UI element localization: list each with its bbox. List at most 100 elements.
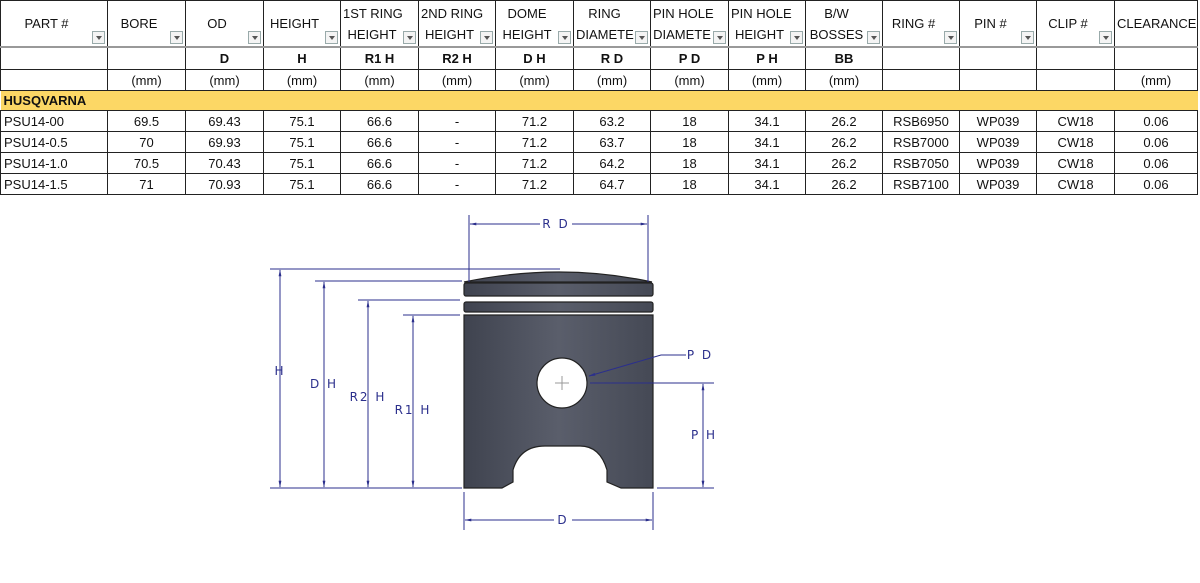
column-header-label: HEIGHT (502, 26, 552, 42)
dimension-label-d: D (557, 513, 568, 527)
filter-dropdown-button[interactable] (325, 31, 338, 44)
column-header-label: HEIGHT (734, 26, 785, 42)
pin-hole-center-mark (555, 376, 569, 390)
table-cell[interactable]: 69.43 (185, 110, 264, 132)
table-cell[interactable]: 71.2 (495, 131, 574, 153)
column-header: DOME HEIGHT (495, 0, 574, 48)
column-header-label: HEIGHT (269, 16, 320, 31)
table-cell[interactable]: 34.1 (728, 110, 806, 132)
table-cell[interactable]: 75.1 (263, 131, 341, 153)
column-header-label: B/W (824, 5, 849, 21)
brand-label: HUSQVARNA (0, 90, 1198, 111)
column-header-label: OD (207, 16, 227, 31)
column-header: BORE (107, 0, 186, 48)
column-header: 2ND RING HEIGHT (418, 0, 496, 48)
filter-dropdown-button[interactable] (713, 31, 726, 44)
table-cell[interactable]: 64.7 (573, 173, 651, 195)
filter-dropdown-button[interactable] (944, 31, 957, 44)
column-header-label: 2ND RING (421, 5, 484, 21)
column-header: OD (185, 0, 264, 48)
filter-dropdown-button[interactable] (248, 31, 261, 44)
table-cell[interactable]: 26.2 (805, 152, 883, 174)
dimension-label-r2h: R2 H (350, 390, 387, 404)
column-header-label: PIN # (974, 16, 1007, 31)
unit-row: (mm)(mm)(mm)(mm)(mm)(mm)(mm)(mm)(mm)(mm)… (0, 69, 1198, 91)
dimension-label-rd: R D (542, 217, 569, 231)
dimension-label-ph: P H (691, 428, 717, 442)
table-cell[interactable]: PSU14-1.5 (0, 173, 108, 195)
column-header: B/W BOSSES (805, 0, 883, 48)
filter-dropdown-button[interactable] (1099, 31, 1112, 44)
dimension-lines (270, 215, 714, 530)
column-header-label: BOSSES (809, 26, 864, 42)
table-cell[interactable]: CW18 (1036, 110, 1115, 132)
filter-dropdown-button[interactable] (403, 31, 416, 44)
filter-dropdown-button[interactable] (635, 31, 648, 44)
column-header: RING # (882, 0, 960, 48)
column-header-label: DIAMETE (653, 26, 711, 42)
column-header-label: DIAMETE (576, 26, 634, 42)
column-header: PART # (0, 0, 108, 48)
column-header: CLIP # (1036, 0, 1115, 48)
filter-dropdown-button[interactable] (92, 31, 105, 44)
filter-dropdown-button[interactable] (790, 31, 803, 44)
filter-dropdown-button[interactable] (1021, 31, 1034, 44)
dimension-label-h: H (274, 364, 285, 378)
table-cell[interactable]: CW18 (1036, 173, 1115, 195)
filter-dropdown-button[interactable] (170, 31, 183, 44)
table-cell[interactable]: 75.1 (263, 110, 341, 132)
table-cell[interactable]: 70.93 (185, 173, 264, 195)
dimension-code: P H (728, 46, 806, 70)
dimension-code: R2 H (418, 46, 496, 70)
dimension-label-pd: P D (687, 348, 713, 362)
table-cell[interactable]: RSB7000 (882, 131, 960, 153)
table-cell[interactable]: 69.93 (185, 131, 264, 153)
table-cell[interactable]: 63.7 (573, 131, 651, 153)
filter-dropdown-button[interactable] (867, 31, 880, 44)
filter-dropdown-button[interactable] (558, 31, 571, 44)
table-cell[interactable]: 18 (650, 152, 729, 174)
table-cell[interactable]: 26.2 (805, 173, 883, 195)
table-cell[interactable]: 71 (107, 173, 186, 195)
column-header-label: CLIP # (1048, 16, 1088, 31)
dimension-label-dh: D H (310, 377, 338, 391)
table-cell[interactable]: 18 (650, 173, 729, 195)
table-cell[interactable]: 66.6 (340, 110, 419, 132)
table-cell[interactable]: - (418, 173, 496, 195)
table-cell[interactable]: WP039 (959, 152, 1037, 174)
table-cell[interactable]: RSB7100 (882, 173, 960, 195)
column-header-label: PART # (24, 16, 69, 31)
table-cell[interactable]: PSU14-0.5 (0, 131, 108, 153)
column-header-label: PIN HOLE (731, 5, 792, 21)
filter-dropdown-button[interactable] (480, 31, 493, 44)
column-header: PIN HOLE HEIGHT (728, 0, 806, 48)
column-header: PIN # (959, 0, 1037, 48)
unit-cell: (mm) (263, 69, 341, 91)
column-header-label: CLEARANCE (1117, 16, 1197, 31)
table-cell[interactable]: 71.2 (495, 110, 574, 132)
table-cell[interactable]: PSU14-1.0 (0, 152, 108, 174)
column-header-label: DOME (507, 5, 547, 21)
dimension-label-r1h: R1 H (395, 403, 432, 417)
table-cell[interactable]: 70.43 (185, 152, 264, 174)
column-header-label: RING # (891, 16, 936, 31)
table-cell[interactable]: 0.06 (1114, 173, 1198, 195)
column-header-label: 1ST RING (343, 5, 403, 21)
brand-row: HUSQVARNA (0, 90, 1198, 111)
column-header: CLEARANCE (1114, 0, 1198, 48)
column-header-label: BORE (120, 16, 158, 31)
table-cell[interactable]: 18 (650, 131, 729, 153)
column-header-label: HEIGHT (424, 26, 475, 42)
table-cell[interactable]: 75.1 (263, 173, 341, 195)
column-header-label: HEIGHT (347, 26, 397, 42)
table-cell[interactable]: WP039 (959, 173, 1037, 195)
